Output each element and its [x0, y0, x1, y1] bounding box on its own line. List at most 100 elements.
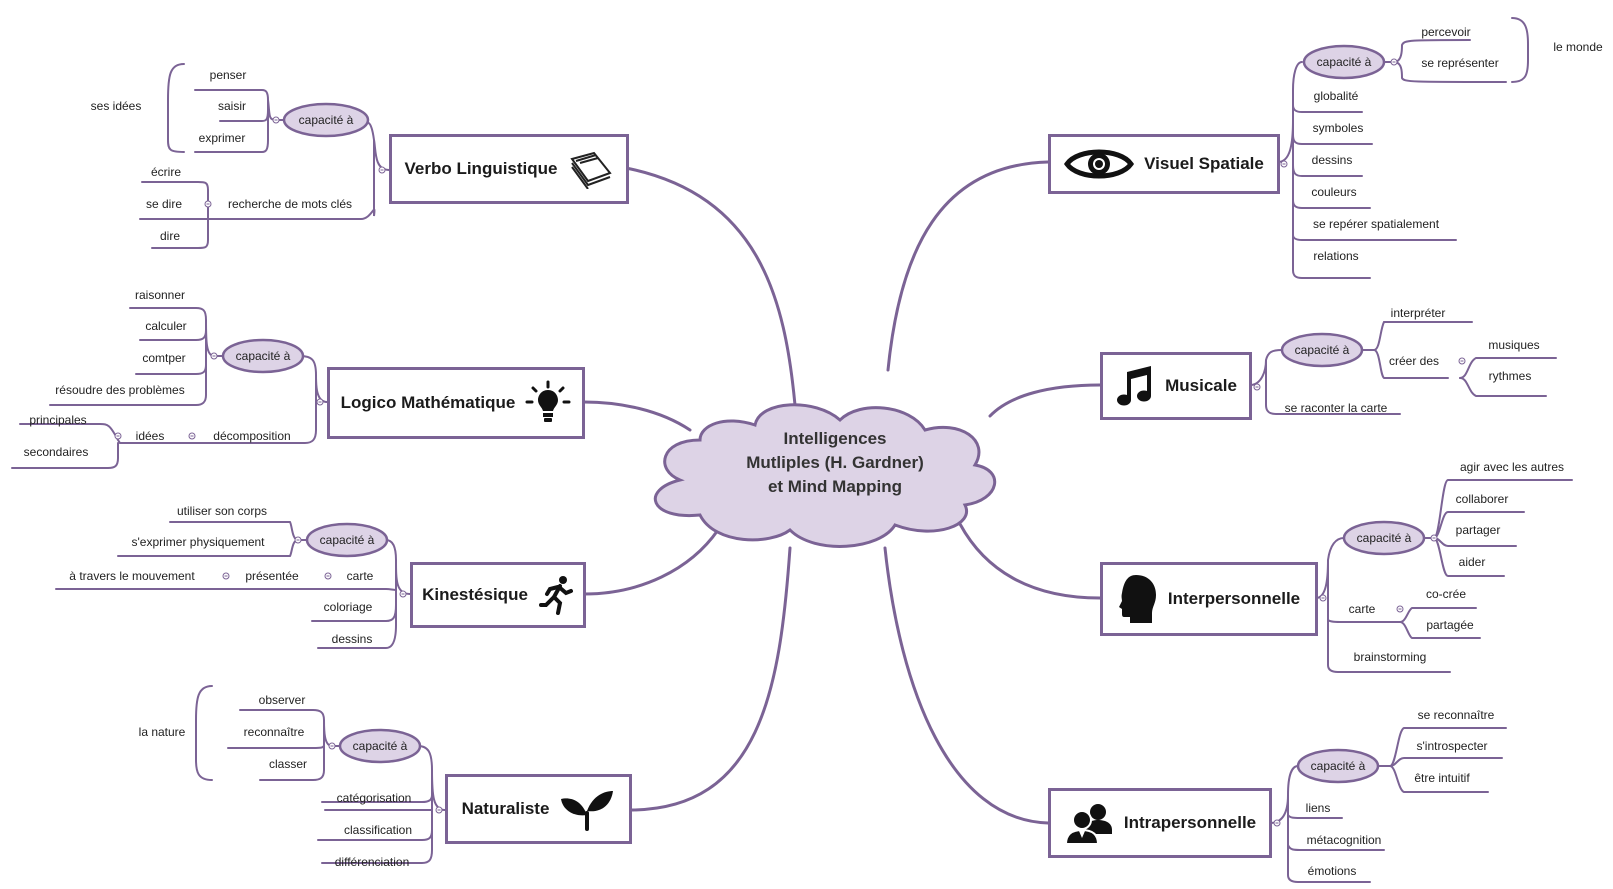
intra-emotions: émotions — [1307, 864, 1357, 878]
musicale-collapse-toggle[interactable] — [1253, 383, 1261, 391]
kines-presentee-toggle[interactable] — [222, 572, 230, 580]
verbo-recherche-toggle[interactable] — [204, 200, 212, 208]
node-kinestesique[interactable]: Kinestésique — [410, 562, 586, 628]
running-person-icon — [538, 575, 574, 615]
verbo-ses-idees: ses idées — [90, 99, 142, 113]
musicale-interpreter: interpréter — [1390, 306, 1446, 320]
node-intra-title: Intrapersonnelle — [1123, 813, 1257, 832]
node-visuel-spatiale[interactable]: Visuel Spatiale — [1048, 134, 1280, 194]
musicale-creer-toggle[interactable] — [1458, 357, 1466, 365]
verbo-recherche: recherche de mots clés — [227, 197, 353, 211]
logico-collapse-toggle[interactable] — [316, 398, 324, 406]
visuel-collapse-toggle[interactable] — [1280, 160, 1288, 168]
intra-sintrospecter: s'introspecter — [1416, 739, 1488, 753]
inter-capacite-toggle[interactable] — [1430, 534, 1438, 542]
branch-logico — [582, 400, 692, 432]
logico-comptper: comtper — [142, 351, 186, 365]
verbo-exprimer: exprimer — [198, 131, 246, 145]
visuel-symboles: symboles — [1312, 121, 1364, 135]
natur-classification: classification — [343, 823, 413, 837]
kines-presentee: présentée — [245, 569, 299, 583]
center-line-2: Mutliples (H. Gardner) — [746, 453, 924, 472]
logico-idees-toggle[interactable] — [114, 432, 122, 440]
inter-carte: carte — [1348, 602, 1376, 616]
eye-icon — [1064, 144, 1135, 184]
verbo-ecrire: écrire — [150, 165, 182, 179]
kines-carte-toggle[interactable] — [324, 572, 332, 580]
visuel-se-reperer: se repérer spatialement — [1312, 217, 1440, 231]
node-inter-title: Interpersonnelle — [1167, 589, 1301, 608]
inter-brainstorming: brainstorming — [1353, 650, 1427, 664]
visuel-se-representer: se représenter — [1421, 56, 1499, 70]
branch-verbo — [624, 166, 797, 407]
logico-resoudre: résoudre des problèmes — [55, 383, 185, 397]
intra-capacite-label: capacité à — [1310, 759, 1366, 773]
node-logico-mathematique[interactable]: Logico Mathématique — [327, 367, 585, 439]
kines-capacite-label: capacité à — [319, 533, 375, 547]
node-verbo-title: Verbo Linguistique — [404, 159, 558, 178]
intra-metacognition: métacognition — [1306, 833, 1382, 847]
natur-capacite-label: capacité à — [352, 739, 408, 753]
inter-collapse-toggle[interactable] — [1319, 594, 1327, 602]
intra-collapse-toggle[interactable] — [1273, 819, 1281, 827]
inter-co-cree: co-crée — [1425, 587, 1467, 601]
node-musicale[interactable]: Musicale — [1100, 352, 1252, 420]
sprout-icon — [559, 787, 615, 831]
kines-dessins: dessins — [331, 632, 373, 646]
branch-kines — [582, 528, 720, 596]
node-naturaliste[interactable]: Naturaliste — [445, 774, 632, 844]
node-kines-title: Kinestésique — [422, 585, 528, 604]
center-line-3: et Mind Mapping — [767, 477, 903, 496]
inter-collaborer: collaborer — [1455, 492, 1509, 506]
logico-raisonner: raisonner — [134, 288, 186, 302]
inter-partager: partager — [1455, 523, 1501, 537]
kines-sexprimer: s'exprimer physiquement — [131, 535, 265, 549]
logico-capacite-toggle[interactable] — [210, 352, 218, 360]
people-icon — [1064, 800, 1114, 846]
kines-utiliser: utiliser son corps — [176, 504, 268, 518]
intra-etre-intuitif: être intuitif — [1414, 771, 1470, 785]
kines-mouvement: à travers le mouvement — [69, 569, 195, 583]
natur-reconnaitre: reconnaître — [243, 725, 305, 739]
verbo-capacite-label: capacité à — [298, 113, 354, 127]
node-verbo-linguistique[interactable]: Verbo Linguistique — [389, 134, 629, 204]
musicale-rythmes: rythmes — [1488, 369, 1532, 383]
center-topic[interactable]: Intelligences Mutliples (H. Gardner) et … — [640, 418, 1030, 508]
logico-idees: idées — [135, 429, 165, 443]
verbo-saisir: saisir — [217, 99, 247, 113]
inter-aider: aider — [1458, 555, 1486, 569]
natur-differenciation: différenciation — [334, 855, 410, 869]
natur-capacite-toggle[interactable] — [328, 742, 336, 750]
visuel-relations: relations — [1313, 249, 1359, 263]
verbo-collapse-toggle[interactable] — [378, 166, 386, 174]
logico-calculer: calculer — [145, 319, 187, 333]
logico-secondaires: secondaires — [23, 445, 89, 459]
logico-decomposition-toggle[interactable] — [188, 432, 196, 440]
inter-capacite-label: capacité à — [1356, 531, 1412, 545]
node-visuel-title: Visuel Spatiale — [1144, 154, 1264, 173]
branch-visuel — [886, 160, 1050, 372]
natur-classer: classer — [268, 757, 308, 771]
musicale-creer: créer des — [1388, 354, 1440, 368]
logico-decomposition: décomposition — [213, 429, 291, 443]
visuel-capacite-toggle[interactable] — [1390, 58, 1398, 66]
kines-capacite-toggle[interactable] — [294, 536, 302, 544]
node-interpersonnelle[interactable]: Interpersonnelle — [1100, 562, 1318, 636]
inter-partagee: partagée — [1426, 618, 1474, 632]
verbo-capacite-toggle[interactable] — [272, 116, 280, 124]
musicale-capacite-label: capacité à — [1294, 343, 1350, 357]
node-intrapersonnelle[interactable]: Intrapersonnelle — [1048, 788, 1272, 858]
musicale-raconter: se raconter la carte — [1284, 401, 1388, 415]
verbo-penser: penser — [209, 68, 247, 82]
kines-collapse-toggle[interactable] — [399, 590, 407, 598]
branch-inter — [958, 522, 1102, 600]
inter-carte-toggle[interactable] — [1396, 605, 1404, 613]
visuel-dessins: dessins — [1311, 153, 1353, 167]
natur-collapse-toggle[interactable] — [435, 806, 443, 814]
head-profile-icon — [1118, 573, 1158, 625]
intra-se-reconnaitre: se reconnaître — [1417, 708, 1495, 722]
center-line-1: Intelligences — [783, 429, 887, 448]
visuel-percevoir: percevoir — [1421, 25, 1471, 39]
verbo-se-dire: se dire — [145, 197, 183, 211]
